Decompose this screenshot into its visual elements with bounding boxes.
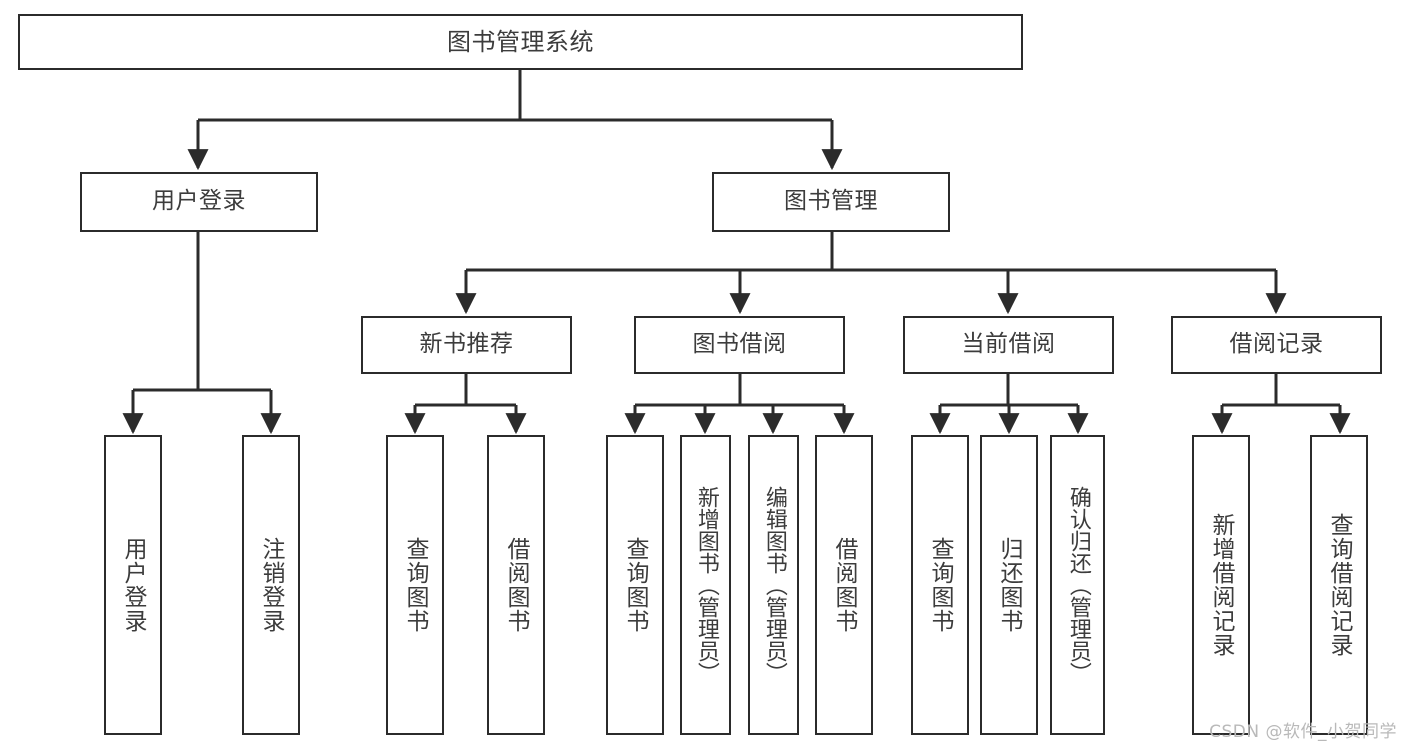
node-new-book-recommendation[interactable]: 新书推荐	[361, 316, 572, 374]
leaf-current-borrow-2[interactable]: 确认归还（管理员）	[1050, 435, 1105, 735]
leaf-new-book-rec-0[interactable]: 查询图书	[386, 435, 444, 735]
leaf-book-borrow-2[interactable]: 编辑图书（管理员）	[748, 435, 799, 735]
leaf-user-login-0[interactable]: 用户登录	[104, 435, 162, 735]
leaf-current-borrow-0[interactable]: 查询图书	[911, 435, 969, 735]
node-current-borrowing[interactable]: 当前借阅	[903, 316, 1114, 374]
node-root-book-management-system[interactable]: 图书管理系统	[18, 14, 1023, 70]
csdn-watermark: CSDN @软件_小贺同学	[1209, 722, 1397, 742]
leaf-current-borrow-1[interactable]: 归还图书	[980, 435, 1038, 735]
leaf-new-book-rec-1[interactable]: 借阅图书	[487, 435, 545, 735]
leaf-borrow-record-1[interactable]: 查询借阅记录	[1310, 435, 1368, 735]
node-book-borrowing[interactable]: 图书借阅	[634, 316, 845, 374]
leaf-borrow-record-0[interactable]: 新增借阅记录	[1192, 435, 1250, 735]
node-user-login[interactable]: 用户登录	[80, 172, 318, 232]
node-borrowing-record[interactable]: 借阅记录	[1171, 316, 1382, 374]
node-book-management[interactable]: 图书管理	[712, 172, 950, 232]
leaf-user-login-1[interactable]: 注销登录	[242, 435, 300, 735]
leaf-book-borrow-0[interactable]: 查询图书	[606, 435, 664, 735]
leaf-book-borrow-3[interactable]: 借阅图书	[815, 435, 873, 735]
leaf-book-borrow-1[interactable]: 新增图书（管理员）	[680, 435, 731, 735]
